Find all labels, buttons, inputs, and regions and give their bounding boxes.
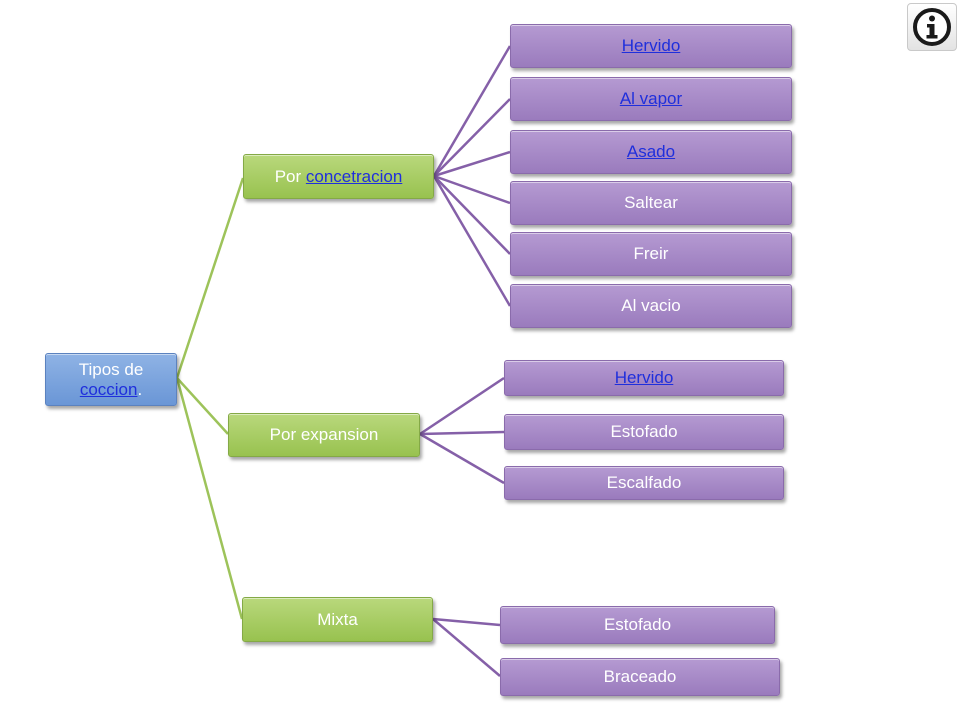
category-por-expansion: Por expansion xyxy=(228,413,420,457)
category-label: Por expansion xyxy=(269,425,379,445)
category-prefix: Por xyxy=(274,166,306,186)
al-vapor-link[interactable]: Al vapor xyxy=(619,89,683,109)
category-label: Mixta xyxy=(317,609,358,629)
coccion-link[interactable]: coccion xyxy=(79,379,138,399)
item-asado: Asado xyxy=(510,130,792,174)
root-link-line: coccion. xyxy=(80,380,142,400)
connector-concentracion-vacio xyxy=(432,175,512,307)
connector-concentracion-saltear xyxy=(433,174,511,205)
root-text-after: . xyxy=(137,379,143,399)
hervido-link[interactable]: Hervido xyxy=(621,36,681,56)
connector-root-expansion xyxy=(176,377,229,435)
connector-concentracion-freir xyxy=(433,175,511,255)
connector-mixta-estofado xyxy=(432,617,501,627)
item-label: Estofado xyxy=(610,422,678,442)
item-label: Saltear xyxy=(624,193,678,213)
item-freir: Freir xyxy=(510,232,792,276)
category-por-concentracion: Por concetracion xyxy=(243,154,434,199)
root-text-before: Tipos de xyxy=(78,359,144,379)
item-label: Freir xyxy=(633,244,669,264)
connector-root-concentracion xyxy=(175,177,245,379)
hervido-link[interactable]: Hervido xyxy=(614,368,674,388)
root-node-tipos-de-coccion: Tipos de coccion. xyxy=(45,353,177,406)
item-estofado-expansion: Estofado xyxy=(504,414,784,450)
connector-concentracion-vapor xyxy=(433,98,511,177)
item-label: Braceado xyxy=(603,667,677,687)
item-al-vapor: Al vapor xyxy=(510,77,792,121)
item-hervido: Hervido xyxy=(510,24,792,68)
connector-expansion-escalfado xyxy=(419,432,505,485)
item-saltear: Saltear xyxy=(510,181,792,225)
connector-expansion-estofado xyxy=(419,430,505,436)
category-mixta: Mixta xyxy=(242,597,433,642)
info-button[interactable] xyxy=(907,3,957,51)
connector-concentracion-hervido xyxy=(432,45,512,177)
item-escalfado: Escalfado xyxy=(504,466,784,500)
item-estofado-mixta: Estofado xyxy=(500,606,775,644)
connector-concentracion-asado xyxy=(433,150,511,178)
item-hervido-expansion: Hervido xyxy=(504,360,784,396)
asado-link[interactable]: Asado xyxy=(626,142,676,162)
connector-root-mixta xyxy=(175,377,244,620)
item-label: Escalfado xyxy=(606,473,682,493)
item-braceado: Braceado xyxy=(500,658,780,696)
connector-expansion-hervido xyxy=(419,376,505,436)
concetracion-link[interactable]: concetracion xyxy=(305,166,403,186)
item-label: Al vacio xyxy=(621,296,681,316)
item-label: Estofado xyxy=(603,615,672,635)
info-icon xyxy=(913,8,951,46)
item-al-vacio: Al vacio xyxy=(510,284,792,328)
connector-mixta-braceado xyxy=(432,618,501,677)
